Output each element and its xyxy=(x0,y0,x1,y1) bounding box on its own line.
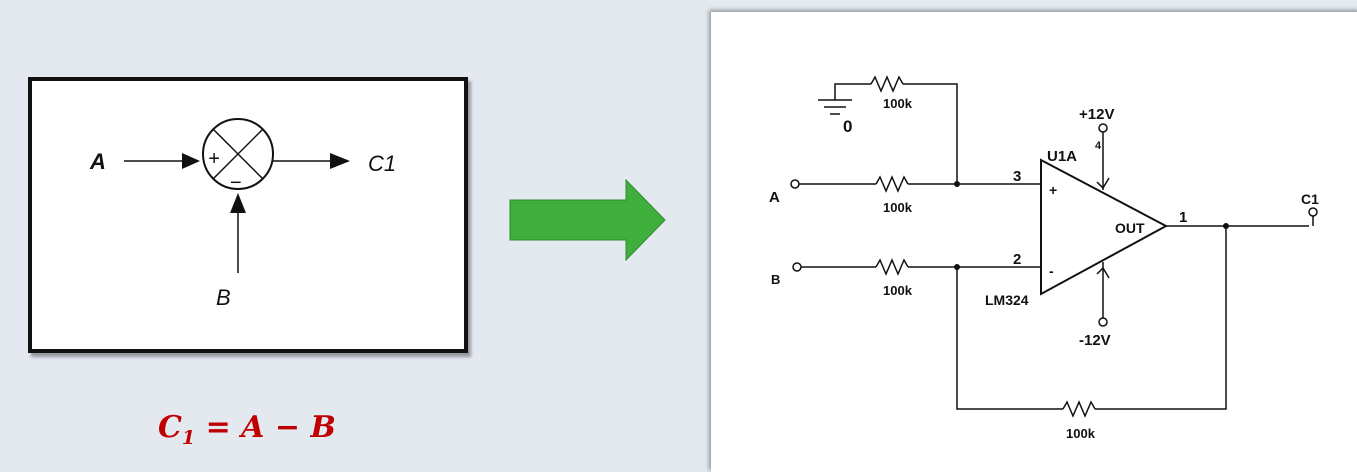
input-a-label: A xyxy=(769,189,780,206)
formula-rest: = A − B xyxy=(195,410,336,445)
top-resistor-wire xyxy=(903,83,958,184)
junction-minus-sign: − xyxy=(230,172,242,194)
terminal-b xyxy=(792,262,802,272)
input-b-label: B xyxy=(771,272,780,287)
formula-subscript: 1 xyxy=(181,427,196,449)
output-c1-label: C1 xyxy=(1301,191,1319,207)
circuit-panel: 0 100k A 100k B 100k 100k 3 2 1 U1A LM32… xyxy=(711,12,1357,472)
resistor-feedback xyxy=(1062,400,1096,418)
pin3-label: 3 xyxy=(1013,168,1021,185)
input-b-label: B xyxy=(216,285,231,310)
junction-cross-2 xyxy=(212,128,264,180)
pin1-label: 1 xyxy=(1179,209,1187,226)
formula-c: C xyxy=(158,410,182,445)
junction-dot-a xyxy=(954,181,960,187)
opamp-plus-sign: + xyxy=(1049,182,1057,198)
resistor-top xyxy=(870,75,904,93)
opamp-minus-sign: - xyxy=(1049,263,1054,279)
right-arrow-icon xyxy=(509,178,666,262)
summing-junction xyxy=(202,118,274,190)
input-b-arrowhead xyxy=(230,193,246,213)
block-diagram: A + − C1 B xyxy=(89,118,396,310)
terminal-vplus xyxy=(1098,123,1108,133)
ground-label: 0 xyxy=(843,117,852,136)
output-c1-label: C1 xyxy=(368,151,396,176)
resistor-b xyxy=(875,258,909,276)
block-diagram-panel: A + − C1 B xyxy=(28,77,468,353)
pin2-label: 2 xyxy=(1013,251,1021,268)
vminus-label: -12V xyxy=(1079,332,1111,349)
ground-wire xyxy=(834,83,871,100)
feedback-wire-right xyxy=(1095,226,1227,410)
terminal-vminus xyxy=(1098,317,1108,327)
circuit-schematic: 0 100k A 100k B 100k 100k 3 2 1 U1A LM32… xyxy=(769,75,1319,441)
resistor-feedback-label: 100k xyxy=(1066,426,1096,441)
junction-dot-out xyxy=(1223,223,1229,229)
formula: C1 = A − B xyxy=(158,410,336,449)
vplus-label: +12V xyxy=(1079,106,1114,123)
vminus-mark xyxy=(1096,266,1110,279)
opamp-name-label: U1A xyxy=(1047,148,1077,165)
resistor-top-label: 100k xyxy=(883,96,913,111)
resistor-a-label: 100k xyxy=(883,200,913,215)
junction-plus-sign: + xyxy=(208,148,220,170)
resistor-b-label: 100k xyxy=(883,283,913,298)
junction-dot-b xyxy=(954,264,960,270)
input-a-arrowhead xyxy=(182,153,200,169)
terminal-a xyxy=(790,179,800,189)
opamp-triangle xyxy=(1040,158,1169,296)
opamp-pin4-label: 4 xyxy=(1095,140,1102,152)
resistor-a xyxy=(875,175,909,193)
out-pin-label: OUT xyxy=(1115,220,1145,236)
feedback-wire-left xyxy=(956,267,1063,410)
terminal-c1 xyxy=(1308,207,1318,217)
opamp-model-label: LM324 xyxy=(985,292,1029,308)
vplus-mark xyxy=(1096,177,1110,190)
output-arrowhead xyxy=(330,153,350,169)
input-a-label: A xyxy=(89,149,106,174)
